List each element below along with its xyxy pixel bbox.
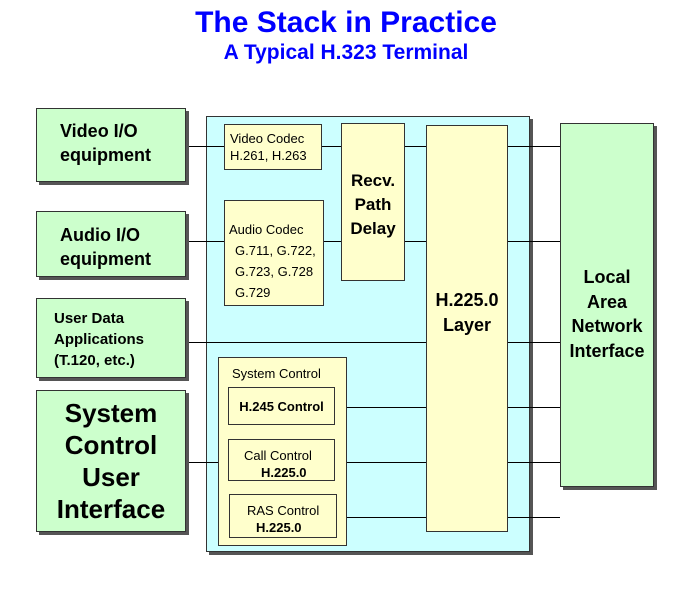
video-io-line-2: equipment — [60, 145, 152, 165]
h245-control-label: H.245 Control — [239, 398, 324, 414]
user-data-line-3: (T.120, etc.) — [54, 352, 135, 369]
diagram-title: The Stack in Practice — [195, 6, 497, 39]
audio-io-line-2: equipment — [60, 249, 152, 269]
h245-control-box: H.245 Control — [228, 387, 335, 425]
user-data-line — [186, 342, 560, 343]
user-data-box: User Data Applications (T.120, etc.) — [36, 298, 186, 378]
video-codec-label: Video Codec — [230, 131, 305, 146]
lan-line-3: Network — [571, 316, 643, 336]
audio-codec-label: Audio Codec — [229, 222, 304, 237]
audio-codec-line-3: G.729 — [235, 285, 271, 300]
call-control-box: Call Control H.225.0 — [228, 439, 335, 481]
user-data-line-1: User Data — [54, 310, 125, 327]
h2250-layer-line-2: Layer — [442, 315, 492, 335]
recv-delay-line-3: Delay — [350, 219, 396, 238]
h2250-layer-line-1: H.225.0 — [435, 290, 499, 310]
system-control-ui-box: System Control User Interface — [36, 390, 186, 532]
system-control-label: System Control — [232, 366, 321, 381]
video-codec-box: Video Codec H.261, H.263 — [224, 124, 322, 170]
sys-ui-line-1: System — [64, 398, 158, 428]
sys-ui-line-3: User — [82, 462, 140, 492]
audio-codec-line-1: G.711, G.722, — [235, 243, 316, 258]
call-control-label: Call Control — [244, 448, 312, 463]
ras-control-label: RAS Control — [247, 503, 320, 518]
lan-line-4: Interface — [569, 340, 645, 361]
ras-control-box: RAS Control H.225.0 — [229, 494, 337, 538]
lan-interface-box: Local Area Network Interface — [560, 123, 654, 487]
call-control-protocol: H.225.0 — [261, 465, 307, 480]
video-io-box: Video I/O equipment — [36, 108, 186, 182]
ras-control-protocol: H.225.0 — [256, 520, 302, 535]
audio-io-line-1: Audio I/O — [60, 225, 140, 245]
video-codec-standards: H.261, H.263 — [230, 148, 307, 163]
lan-line-1: Local — [583, 267, 631, 287]
recv-delay-line-1: Recv. — [350, 171, 396, 190]
user-data-line-2: Applications — [54, 331, 145, 348]
sys-ui-line-4: Interface — [56, 494, 166, 524]
sys-ui-line-2: Control — [64, 430, 158, 460]
recv-path-delay-box: Recv. Path Delay — [341, 123, 405, 281]
lan-line-2: Area — [586, 291, 628, 312]
call-line — [186, 462, 560, 463]
h2250-layer-box: H.225.0 Layer — [426, 125, 508, 532]
recv-delay-line-2: Path — [354, 195, 392, 214]
video-io-line-1: Video I/O — [60, 121, 138, 141]
diagram-subtitle: A Typical H.323 Terminal — [223, 41, 469, 64]
audio-codec-line-2: G.723, G.728 — [235, 264, 314, 279]
audio-codec-box: Audio Codec G.711, G.722, G.723, G.728 G… — [224, 200, 324, 306]
audio-io-box: Audio I/O equipment — [36, 211, 186, 277]
